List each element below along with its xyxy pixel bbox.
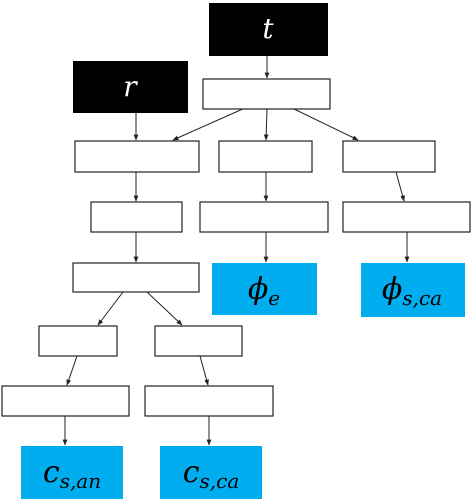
branch-b-layer1-node: [154, 325, 243, 357]
edge-branch-a-to-a2: [66, 355, 78, 386]
edge-hub-to-right-l1: [291, 107, 359, 141]
left-layer1-node: [74, 140, 200, 173]
output-symbol-phi-e: ϕ: [248, 272, 268, 307]
branch-b-layer2-node: [144, 385, 274, 417]
branch-a-layer1-node: [38, 325, 118, 357]
edge-right-l1-to-right-l2: [395, 171, 405, 202]
output-symbol-c-s-an: c: [43, 455, 60, 490]
output-node-c-s-ca: cs,ca: [160, 446, 262, 499]
right-layer2-node: [342, 201, 471, 233]
input-node-r: r: [73, 61, 188, 113]
left-layer2-node: [90, 201, 183, 233]
output-subscript-c-s-ca: s,ca: [200, 469, 240, 493]
output-subscript-c-s-an: s,an: [60, 469, 101, 493]
mid-layer1-node: [218, 140, 313, 173]
left-layer3-node: [72, 262, 200, 293]
input-label-r: r: [123, 70, 138, 103]
output-subscript-phi-s-ca: s,ca: [402, 286, 442, 310]
edge-branch-b-to-b2: [199, 355, 209, 386]
output-node-phi-e: ϕe: [212, 263, 317, 315]
svg-text:cs,an: cs,an: [43, 455, 101, 493]
output-subscript-phi-e: e: [268, 286, 280, 310]
output-symbol-c-s-ca: c: [183, 455, 200, 490]
svg-text:cs,ca: cs,ca: [183, 455, 240, 493]
hub-node: [202, 78, 331, 110]
output-node-phi-s-ca: ϕs,ca: [361, 263, 465, 317]
edge-left-l3-to-branch-a: [97, 291, 124, 326]
edge-hub-to-mid-l1: [263, 108, 269, 141]
branch-a-layer2-node: [1, 385, 130, 417]
mid-layer2-node: [199, 201, 329, 233]
input-label-t: t: [262, 12, 274, 45]
svg-text:ϕs,ca: ϕs,ca: [382, 272, 442, 310]
right-layer1-node: [342, 140, 436, 173]
output-node-c-s-an: cs,an: [21, 446, 123, 499]
edges: [62, 55, 410, 446]
input-node-t: t: [209, 3, 328, 56]
edge-left-l3-to-branch-b: [146, 291, 183, 326]
edge-hub-to-left-l1: [172, 107, 246, 141]
output-symbol-phi-s-ca: ϕ: [382, 272, 402, 307]
svg-text:ϕe: ϕe: [248, 272, 280, 310]
